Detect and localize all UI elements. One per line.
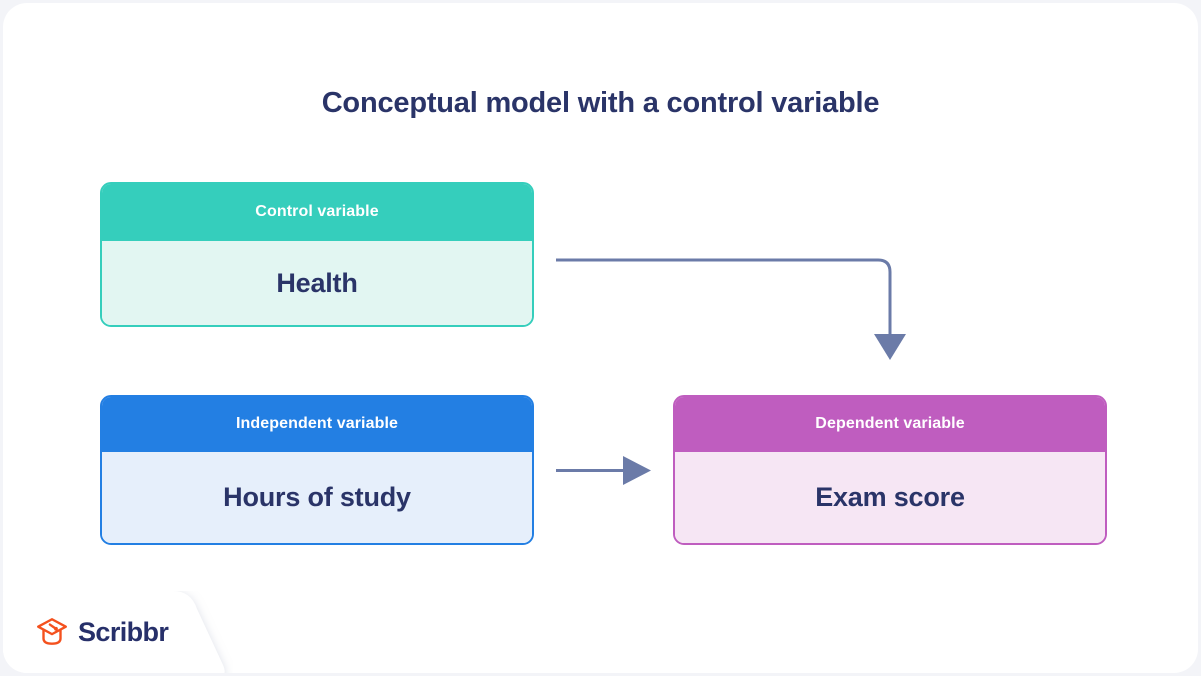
brand-logo: Scribbr — [35, 615, 169, 649]
brand-banner-shape — [3, 591, 225, 673]
graduation-cap-icon — [36, 618, 68, 645]
control-variable-value: Health — [102, 241, 532, 325]
page-title: Conceptual model with a control variable — [321, 87, 880, 119]
dependent-variable-header: Dependent variable — [675, 397, 1105, 452]
arrow-control-to-dependent — [556, 258, 906, 360]
arrow-independent-to-dependent — [556, 456, 651, 485]
independent-variable-value: Hours of study — [102, 452, 532, 543]
control-variable-header: Control variable — [102, 184, 532, 241]
variable-box-control: Control variable Health — [100, 182, 534, 327]
brand-wordmark: Scribbr — [78, 616, 169, 647]
variable-box-independent: Independent variable Hours of study — [100, 395, 534, 545]
dependent-variable-value: Exam score — [675, 452, 1105, 543]
independent-variable-header: Independent variable — [102, 397, 532, 452]
diagram-card: Conceptual model with a control variable… — [3, 3, 1198, 673]
brand-banner: Scribbr — [3, 591, 233, 673]
variable-box-dependent: Dependent variable Exam score — [673, 395, 1107, 545]
